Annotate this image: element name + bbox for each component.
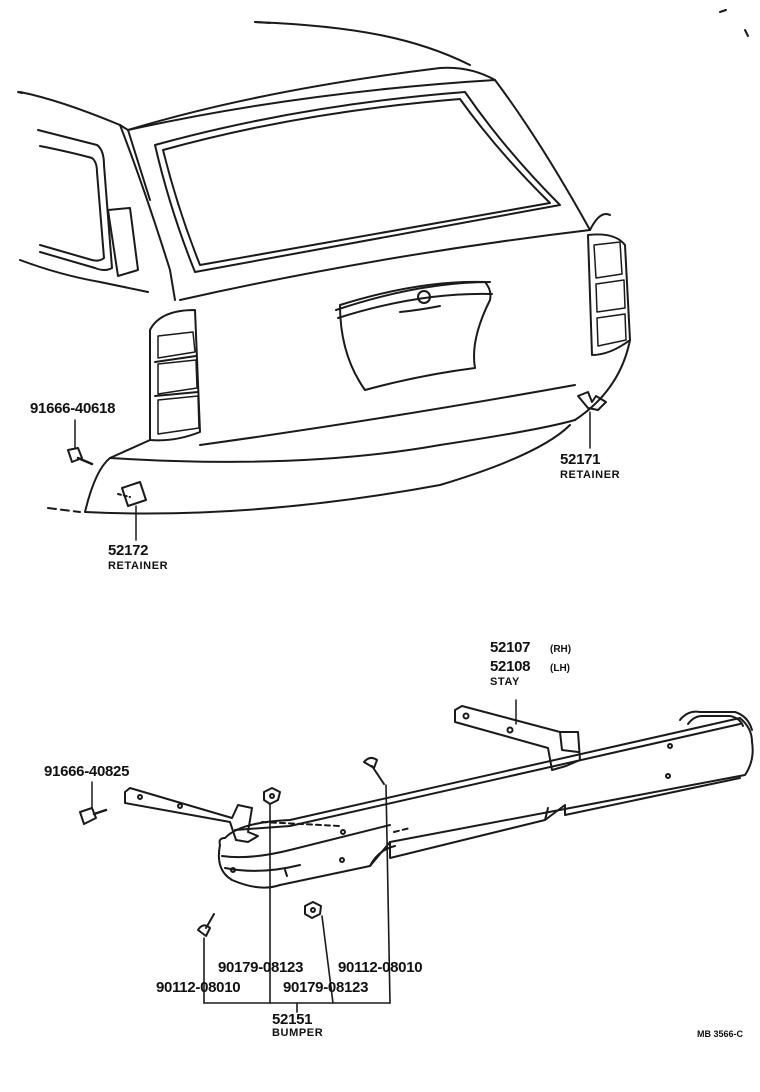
label-52107: 52107 <box>490 639 531 656</box>
label-52172-number: 52172 <box>108 542 149 559</box>
nut-upper-shape <box>263 787 281 805</box>
label-nut-90179-lower: 90179-08123 <box>283 979 369 996</box>
screw-lower-shape <box>197 913 215 937</box>
leader-lines <box>203 784 391 1013</box>
figure-code: MB 3566-C <box>697 1029 744 1039</box>
label-52171-number: 52171 <box>560 451 601 468</box>
label-52108: 52108 <box>490 658 531 675</box>
nut-lower-shape <box>304 901 322 919</box>
label-screw-90112-right: 90112-08010 <box>338 959 423 976</box>
label-screw-90112-left: 90112-08010 <box>156 979 241 996</box>
retainer-52171-shape <box>577 391 607 449</box>
bolt-91666-40825-shape <box>79 781 108 825</box>
label-bumper-name: BUMPER <box>272 1027 324 1039</box>
label-bolt-91666-40825: 91666-40825 <box>44 763 130 780</box>
label-52171-name: RETAINER <box>560 469 621 481</box>
screw-upper-shape <box>363 756 385 785</box>
stay-rh-shape <box>454 699 581 771</box>
retainer-52172-shape <box>117 481 147 541</box>
label-52172-name: RETAINER <box>108 560 169 572</box>
label-52107-side: (RH) <box>550 644 572 655</box>
label-bolt-91666-40618: 91666-40618 <box>30 400 116 417</box>
label-nut-90179-upper: 90179-08123 <box>218 959 304 976</box>
bolt-91666-40618-shape <box>67 419 94 466</box>
stay-lh-shape <box>124 787 259 843</box>
vehicle-rear-illustration <box>17 9 749 515</box>
label-stay-name: STAY <box>490 676 520 688</box>
label-52108-side: (LH) <box>550 663 570 674</box>
bumper-illustration <box>217 710 754 889</box>
label-bumper-number: 52151 <box>272 1011 313 1028</box>
